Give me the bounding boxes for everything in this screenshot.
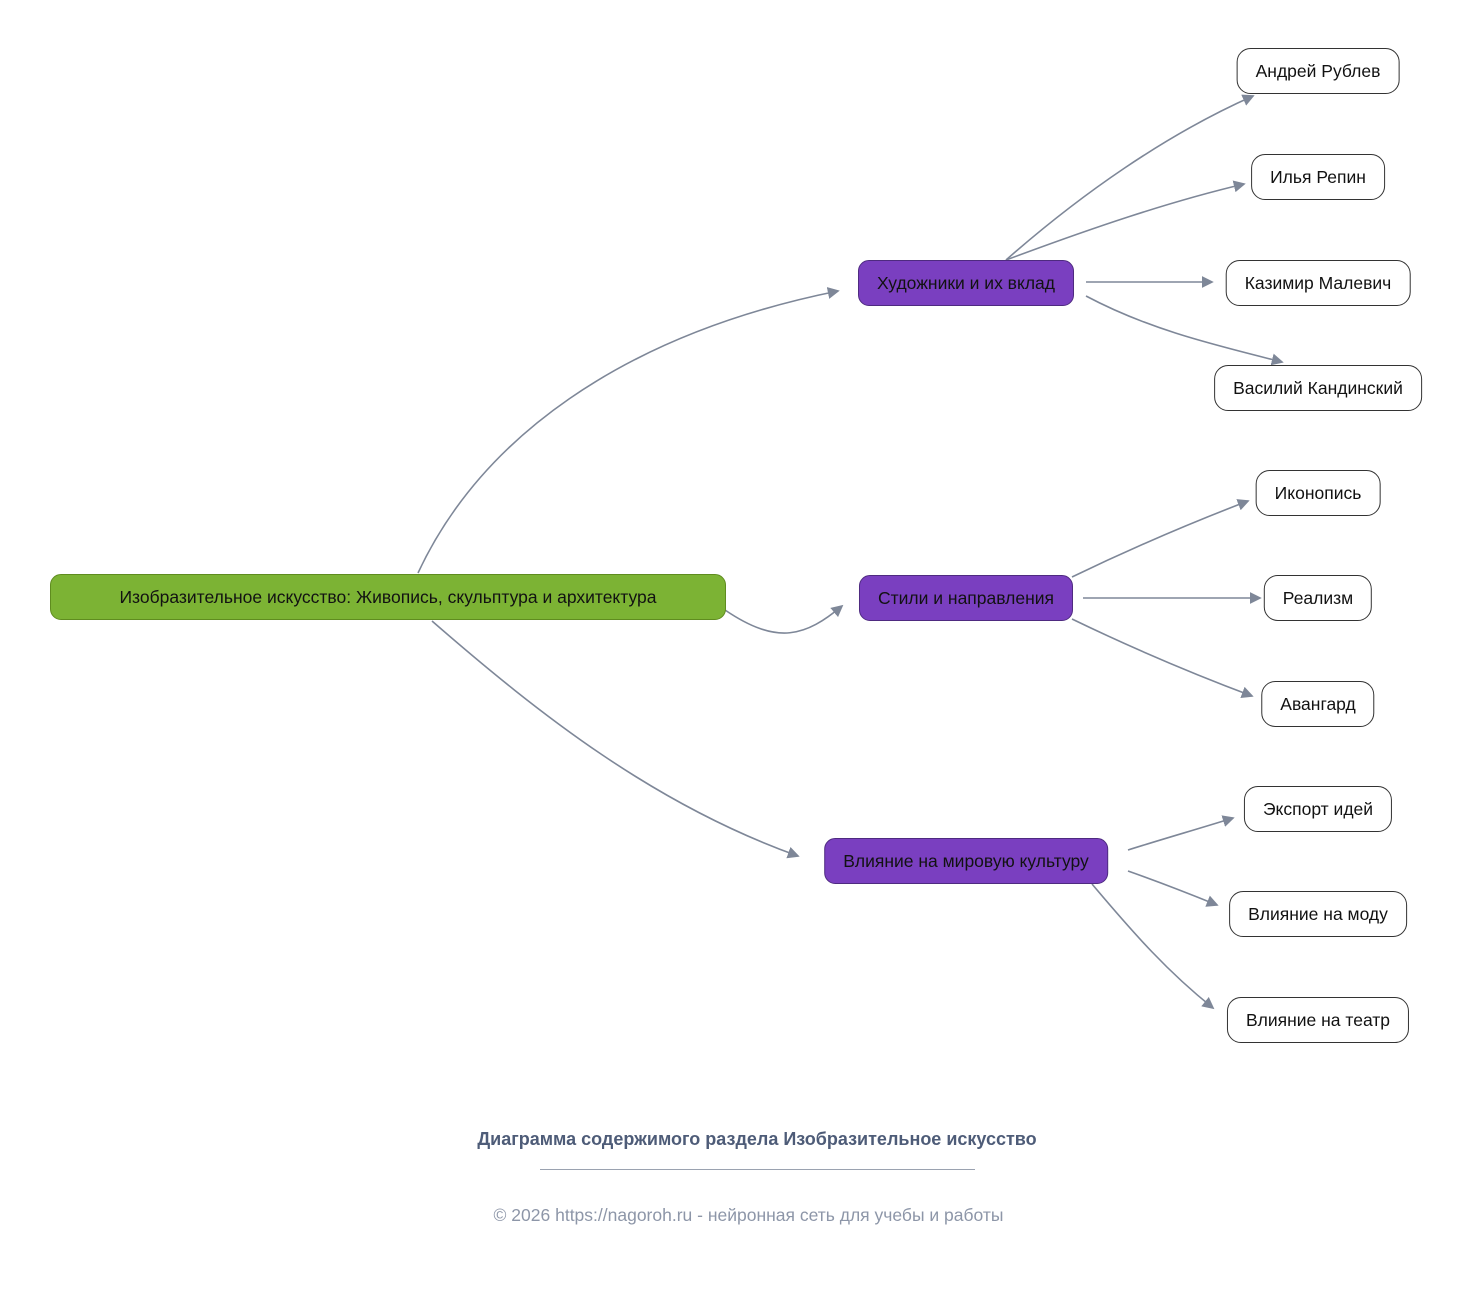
- footer-credit: © 2026 https://nagoroh.ru - нейронная се…: [493, 1205, 1004, 1225]
- leaf-avangard: Авангард: [1261, 681, 1375, 727]
- leaf-realizm: Реализм: [1263, 575, 1373, 621]
- edge-artists-to-rublev: [1005, 94, 1255, 261]
- caption-block: Диаграмма содержимого раздела Изобразите…: [477, 1126, 1037, 1170]
- leaf-ilya-repin: Илья Репин: [1251, 154, 1385, 200]
- leaf-vliyanie-na-modu: Влияние на моду: [1229, 891, 1407, 937]
- leaf-vliyanie-na-teatr: Влияние на театр: [1226, 997, 1410, 1043]
- root-node: Изобразительное искусство: Живопись, ску…: [50, 574, 726, 620]
- leaf-kazimir-malevich: Казимир Малевич: [1225, 260, 1411, 306]
- edge-styles-to-ikonopis: [1071, 499, 1250, 578]
- branch-influence: Влияние на мировую культуру: [824, 838, 1108, 884]
- branch-styles: Стили и направления: [858, 575, 1074, 621]
- edge-root-to-styles: [724, 604, 844, 634]
- branch-artists: Художники и их вклад: [858, 260, 1074, 306]
- edge-styles-to-avangard: [1071, 618, 1254, 699]
- edge-root-to-artists: [417, 287, 840, 574]
- leaf-vasily-kandinsky: Василий Кандинский: [1214, 365, 1422, 411]
- caption-divider: [539, 1169, 975, 1170]
- leaf-eksport-idey: Экспорт идей: [1243, 786, 1393, 832]
- leaf-andrey-rublev: Андрей Рублев: [1236, 48, 1400, 94]
- edge-artists-to-repin: [1005, 180, 1246, 261]
- edge-influence-to-export: [1127, 815, 1235, 851]
- edge-root-to-influence: [431, 620, 800, 859]
- leaf-ikonopis: Иконопись: [1255, 470, 1381, 516]
- edge-influence-to-fashion: [1127, 870, 1219, 907]
- edge-influence-to-theatre: [1091, 883, 1215, 1010]
- diagram-caption: Диаграмма содержимого раздела Изобразите…: [477, 1129, 1037, 1149]
